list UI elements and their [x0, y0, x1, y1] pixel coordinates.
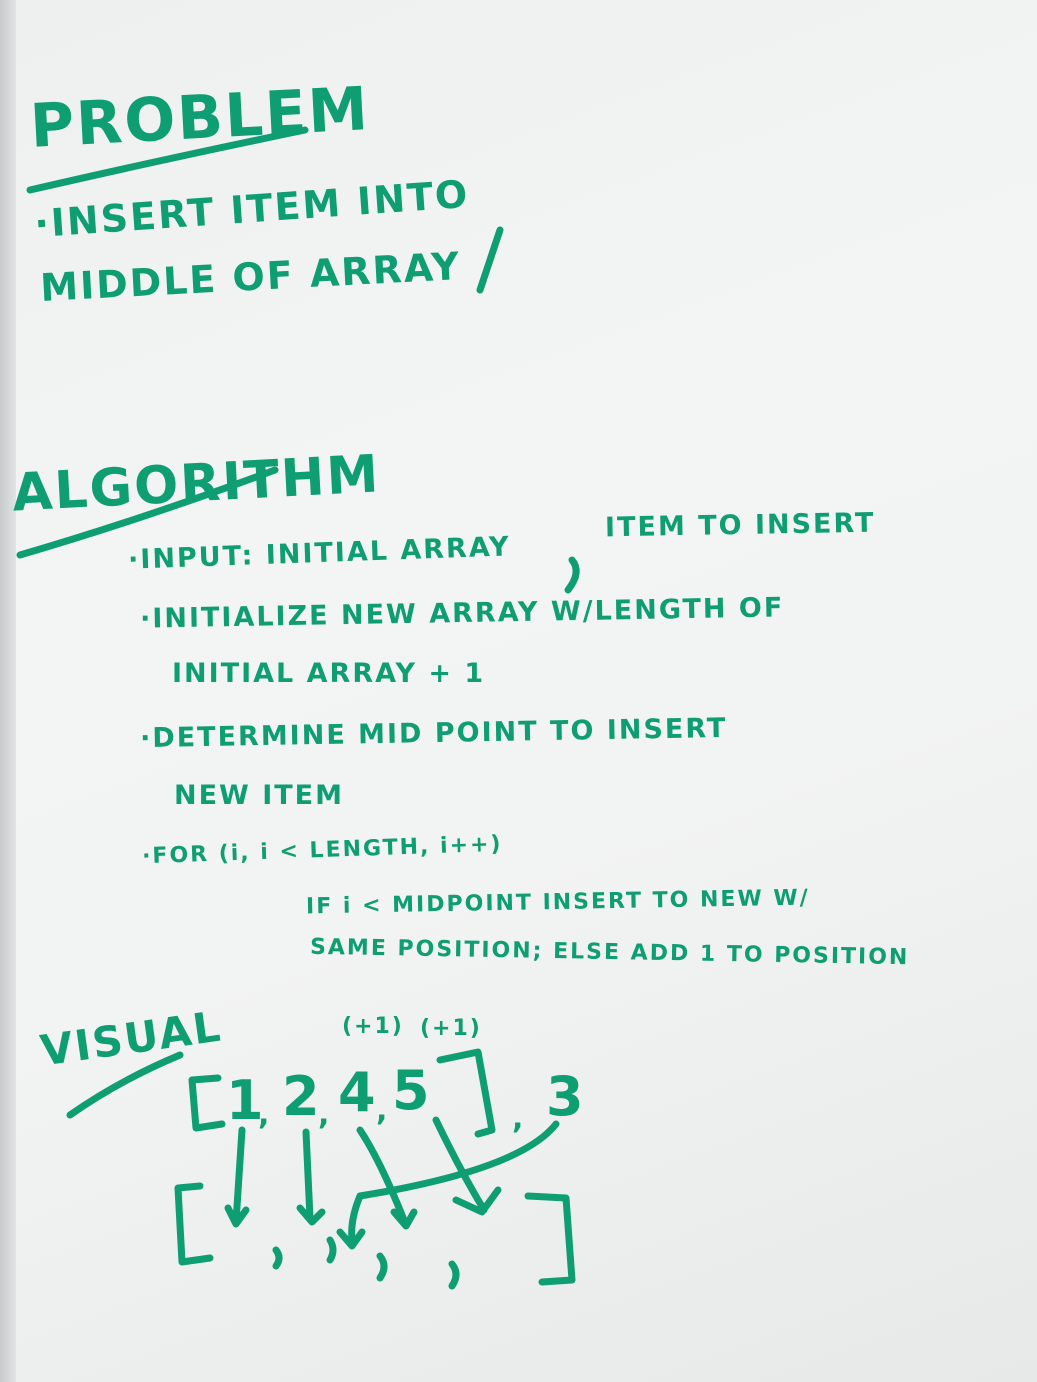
array-value-5: 5 — [392, 1059, 432, 1122]
arrow-4-head — [390, 1208, 418, 1230]
insert-value: 3 — [546, 1065, 586, 1128]
array-value-4: 4 — [338, 1061, 378, 1124]
algorithm-determine-2: NEW ITEM — [174, 780, 344, 811]
array-comma: , — [258, 1097, 272, 1132]
arrow-4 — [356, 1126, 408, 1224]
arrow-5-head — [452, 1186, 502, 1216]
insert-arrow — [348, 1120, 560, 1244]
bottom-open-bracket — [174, 1182, 214, 1266]
problem-heading: PROBLEM — [28, 74, 372, 162]
arrow-1 — [232, 1126, 246, 1226]
algorithm-init-2: INITIAL ARRAY + 1 — [172, 658, 486, 689]
plus-one-label-b: (+1) — [420, 1016, 482, 1041]
array-slash — [476, 226, 504, 294]
array-value-1: 1 — [226, 1069, 266, 1132]
bottom-comma-3 — [376, 1252, 388, 1282]
top-close-bracket — [436, 1048, 496, 1138]
bottom-comma-4 — [448, 1260, 460, 1290]
array-comma: , — [512, 1101, 526, 1136]
top-open-bracket — [188, 1074, 226, 1132]
bottom-comma-1 — [272, 1246, 283, 1270]
array-comma: , — [376, 1093, 390, 1128]
arrow-1-head — [224, 1204, 250, 1228]
problem-underline — [26, 126, 309, 194]
arrow-2 — [302, 1128, 314, 1222]
bottom-comma-2 — [326, 1236, 337, 1264]
whiteboard-frame — [0, 0, 16, 1382]
insert-arrow-head — [336, 1228, 366, 1250]
visual-underline — [66, 1051, 184, 1119]
arrow-5 — [432, 1116, 488, 1214]
plus-one-label-a: (+1) — [342, 1014, 404, 1039]
comma-connector — [564, 556, 580, 594]
algorithm-input-item: ITEM TO INSERT — [604, 507, 876, 544]
array-comma: , — [318, 1097, 332, 1132]
arrow-2-head — [296, 1204, 326, 1226]
array-value-2: 2 — [282, 1065, 322, 1128]
algorithm-underline — [16, 466, 279, 559]
bottom-close-bracket — [524, 1192, 576, 1286]
